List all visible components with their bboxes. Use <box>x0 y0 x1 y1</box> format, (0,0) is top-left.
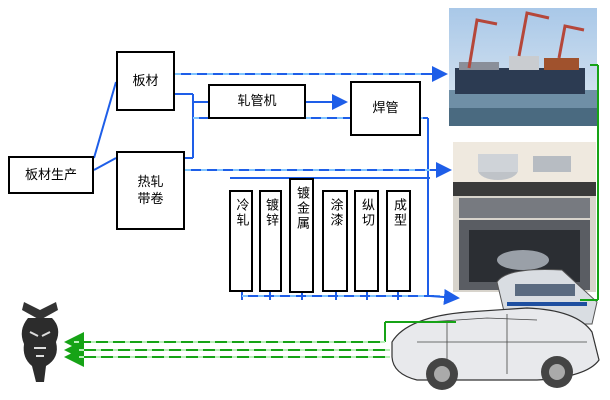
shipyard-photo <box>449 8 597 126</box>
metal-plating-label: 镀金属 <box>294 186 309 231</box>
painting-box: 涂漆 <box>322 190 348 292</box>
plate-box: 板材 <box>116 51 175 111</box>
source-label: 板材生产 <box>24 167 77 183</box>
painting-label: 涂漆 <box>327 198 343 228</box>
hot-coil-box: 热轧 带卷 <box>116 151 185 230</box>
metal-plating-box: 镀金属 <box>289 178 314 293</box>
forming-label: 成型 <box>391 198 406 228</box>
mill-label: 轧管机 <box>237 94 277 109</box>
welded-pipe-label: 焊管 <box>372 101 399 116</box>
kitchen-photo <box>453 142 596 292</box>
cold-rolling-label: 冷轧 <box>233 198 249 228</box>
welded-pipe-box: 焊管 <box>350 81 421 136</box>
mill-box: 轧管机 <box>208 84 306 119</box>
tiger-ornament-photo <box>14 296 66 386</box>
hot-coil-label-1: 热轧 <box>137 174 164 190</box>
forming-box: 成型 <box>386 190 411 292</box>
train-car-photo <box>387 262 609 396</box>
source-box: 板材生产 <box>8 156 94 194</box>
plate-label: 板材 <box>132 73 159 89</box>
slitting-box: 纵切 <box>354 190 379 292</box>
cold-rolling-box: 冷轧 <box>229 190 253 292</box>
galvanizing-label: 镀锌 <box>263 198 278 228</box>
hot-coil-label-2: 带卷 <box>137 191 164 207</box>
galvanizing-box: 镀锌 <box>259 190 282 292</box>
slitting-label: 纵切 <box>359 198 374 228</box>
